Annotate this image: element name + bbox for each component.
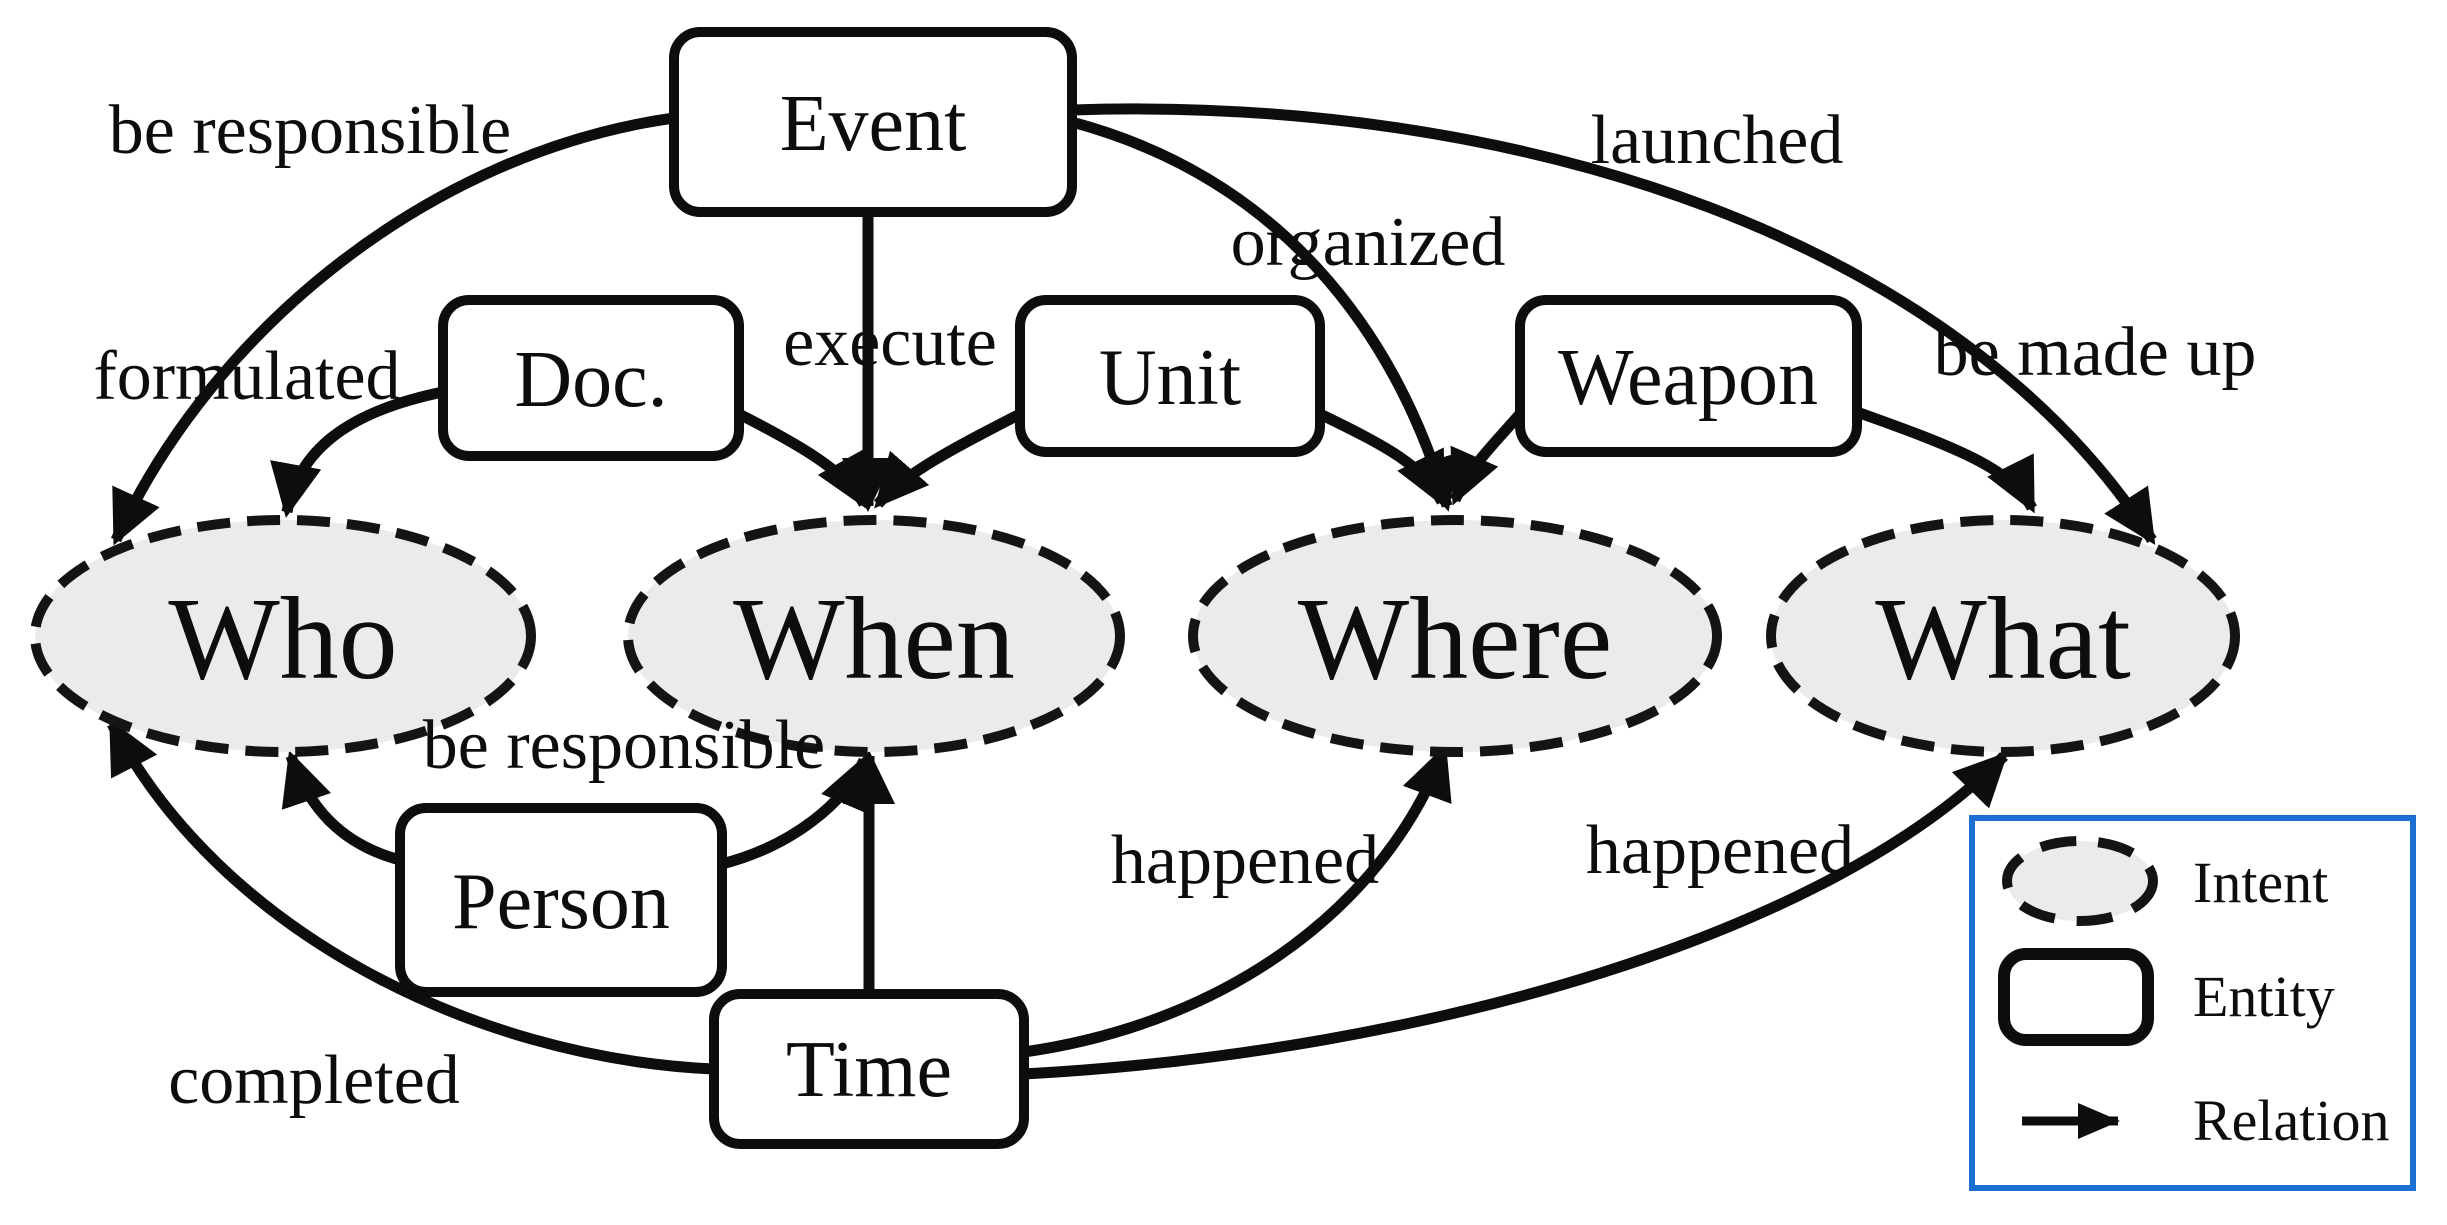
relation-label-organized: organized bbox=[1231, 204, 1506, 281]
relation-arrow-time-who bbox=[107, 718, 715, 1075]
legend-label-relation: Relation bbox=[2193, 1088, 2390, 1153]
relation-arrow-doc-when bbox=[736, 409, 869, 510]
entity-box-weapon bbox=[1515, 295, 1862, 457]
relation-arrow-unit-where bbox=[1317, 409, 1447, 508]
intent-label-when: When bbox=[733, 573, 1015, 704]
entity-box-time bbox=[709, 989, 1029, 1149]
legend-label-intent: Intent bbox=[2193, 850, 2328, 915]
relation-arrow-unit-when bbox=[873, 409, 1023, 509]
entity-box-unit bbox=[1015, 295, 1325, 457]
relation-arrow-event-who bbox=[110, 112, 675, 546]
entity-box-event bbox=[669, 27, 1077, 217]
entity-label-weapon: Weapon bbox=[1558, 334, 1818, 422]
intent-ellipse-when bbox=[623, 515, 1125, 757]
intent-ellipse-what bbox=[1766, 515, 2240, 757]
relation-label-happened-left: happened bbox=[1111, 822, 1379, 899]
entity-node-person: Person bbox=[395, 803, 727, 997]
relation-arrow-event-what bbox=[1071, 103, 2157, 546]
relation-arrow-person-who bbox=[281, 750, 402, 866]
intent-node-what: What bbox=[1766, 515, 2240, 757]
relation-arrow-event-where bbox=[1070, 116, 1459, 512]
entity-box-doc bbox=[438, 295, 744, 461]
intent-node-where: Where bbox=[1188, 515, 1722, 757]
legend-intent-swatch bbox=[2002, 836, 2158, 926]
intent-label-who: Who bbox=[168, 573, 397, 704]
intent-node-when: When bbox=[623, 515, 1125, 757]
relation-label-be-made-up: be made up bbox=[1934, 314, 2257, 391]
relation-label-completed: completed bbox=[168, 1042, 460, 1119]
entity-node-weapon: Weapon bbox=[1515, 295, 1862, 457]
relation-arrow-time-where bbox=[1023, 744, 1452, 1058]
relation-label-be-responsible-mid: be responsible bbox=[423, 707, 825, 784]
entity-node-time: Time bbox=[709, 989, 1029, 1149]
relation-arrow-time-what bbox=[1023, 751, 2009, 1080]
legend-label-entity: Entity bbox=[2193, 964, 2335, 1029]
entity-label-event: Event bbox=[780, 80, 967, 168]
legend: Intent Entity Relation bbox=[1969, 815, 2416, 1191]
intent-label-what: What bbox=[1875, 573, 2131, 704]
intent-node-who: Who bbox=[30, 515, 536, 757]
relation-label-launched: launched bbox=[1591, 102, 1844, 179]
legend-entity-swatch bbox=[1998, 948, 2154, 1046]
intent-ellipse-where bbox=[1188, 515, 1722, 757]
relation-label-formulated: formulated bbox=[93, 338, 400, 415]
entity-label-time: Time bbox=[786, 1026, 952, 1114]
entity-node-unit: Unit bbox=[1015, 295, 1325, 457]
entity-label-unit: Unit bbox=[1099, 334, 1241, 422]
relation-label-be-responsible-top: be responsible bbox=[109, 92, 511, 169]
entity-node-event: Event bbox=[669, 27, 1077, 217]
relation-arrow-doc-who bbox=[270, 386, 445, 518]
intent-label-where: Where bbox=[1298, 573, 1612, 704]
entity-label-person: Person bbox=[452, 858, 670, 946]
relation-label-happened-right: happened bbox=[1586, 812, 1854, 889]
entity-node-doc: Doc. bbox=[438, 295, 744, 461]
entity-label-doc: Doc. bbox=[514, 336, 667, 424]
entity-box-person bbox=[395, 803, 727, 997]
relation-label-execute: execute bbox=[783, 304, 997, 381]
intent-ellipse-who bbox=[30, 515, 536, 757]
relation-arrow-weapon-where bbox=[1449, 410, 1525, 506]
relation-arrow-weapon-what bbox=[1855, 406, 2037, 514]
